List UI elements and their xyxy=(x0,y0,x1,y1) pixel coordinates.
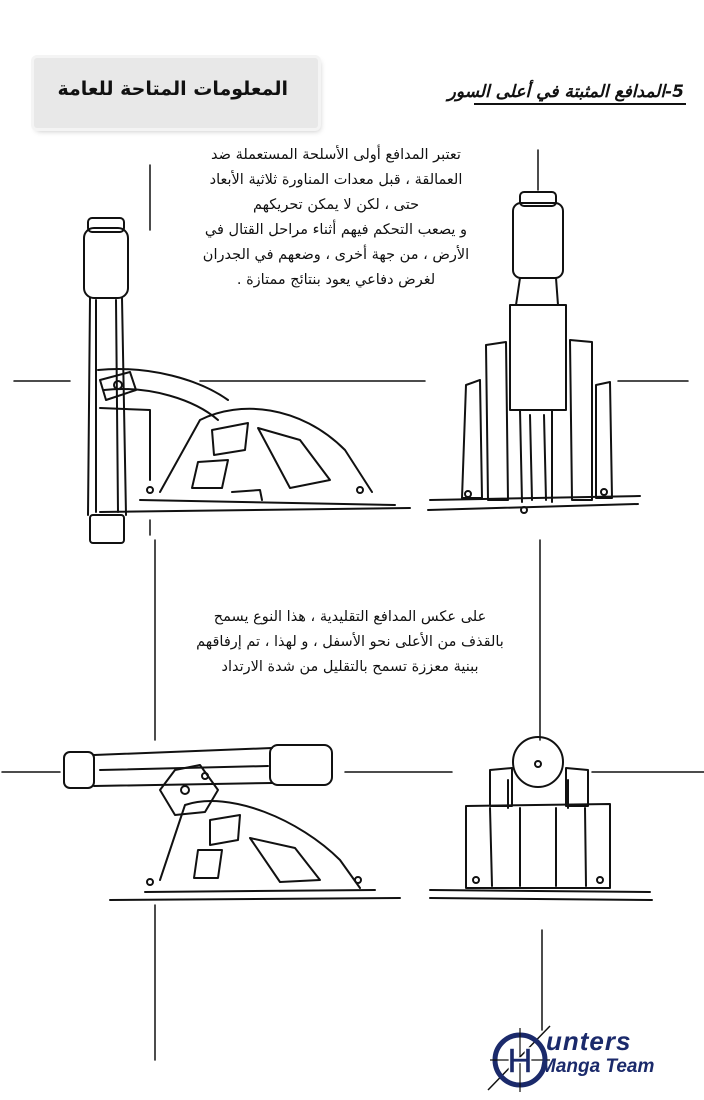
paragraph-line: ببنية معززة تسمح بالتقليل من شدة الارتدا… xyxy=(221,659,479,675)
info-banner: المعلومات المتاحة للعامة xyxy=(34,58,318,128)
paragraph-line: على عكس المدافع التقليدية ، هذا النوع يس… xyxy=(213,609,487,625)
paragraph-2: على عكس المدافع التقليدية ، هذا النوع يس… xyxy=(180,605,520,680)
cannon-side-view-raised xyxy=(83,217,411,544)
paragraph-line: الأرض ، من جهة أخرى ، وضعهم في الجدران xyxy=(202,247,470,263)
cannon-front-view-horizontal xyxy=(429,736,653,901)
paragraph-1: تعتبر المدافع أولى الأسلحة المستعملة ضد … xyxy=(160,143,512,293)
paragraph-line: تعتبر المدافع أولى الأسلحة المستعملة ضد xyxy=(211,147,461,163)
logo-emblem-icon: H xyxy=(487,1025,551,1092)
section-underline xyxy=(474,103,686,105)
paragraph-line: العمالقة ، قبل معدات المناورة ثلاثية الأ… xyxy=(209,172,463,188)
banner-title: المعلومات المتاحة للعامة xyxy=(57,78,288,100)
paragraph-line: و يصعب التحكم فيهم أثناء مراحل القتال في xyxy=(204,222,468,238)
cannon-side-view-horizontal xyxy=(63,744,401,901)
paragraph-line: حتى ، لكن لا يمكن تحريكهم xyxy=(252,197,420,213)
paragraph-line: بالقذف من الأعلى نحو الأسفل ، و لهذا ، ت… xyxy=(196,634,504,650)
logo-word-unters: unters xyxy=(546,1026,632,1056)
guide-lines xyxy=(1,149,704,1061)
paragraph-line: لغرض دفاعي يعود بنتائج ممتازة . xyxy=(236,272,436,288)
logo-word-manga-team: Manga Team xyxy=(540,1056,655,1077)
hunters-manga-team-logo: H unters Manga Team xyxy=(484,1022,694,1094)
logo-letter: H xyxy=(507,1040,533,1081)
cannon-front-view-raised xyxy=(427,191,641,514)
section-title: 5-المدافع المثبتة في أعلى السور xyxy=(447,82,684,102)
